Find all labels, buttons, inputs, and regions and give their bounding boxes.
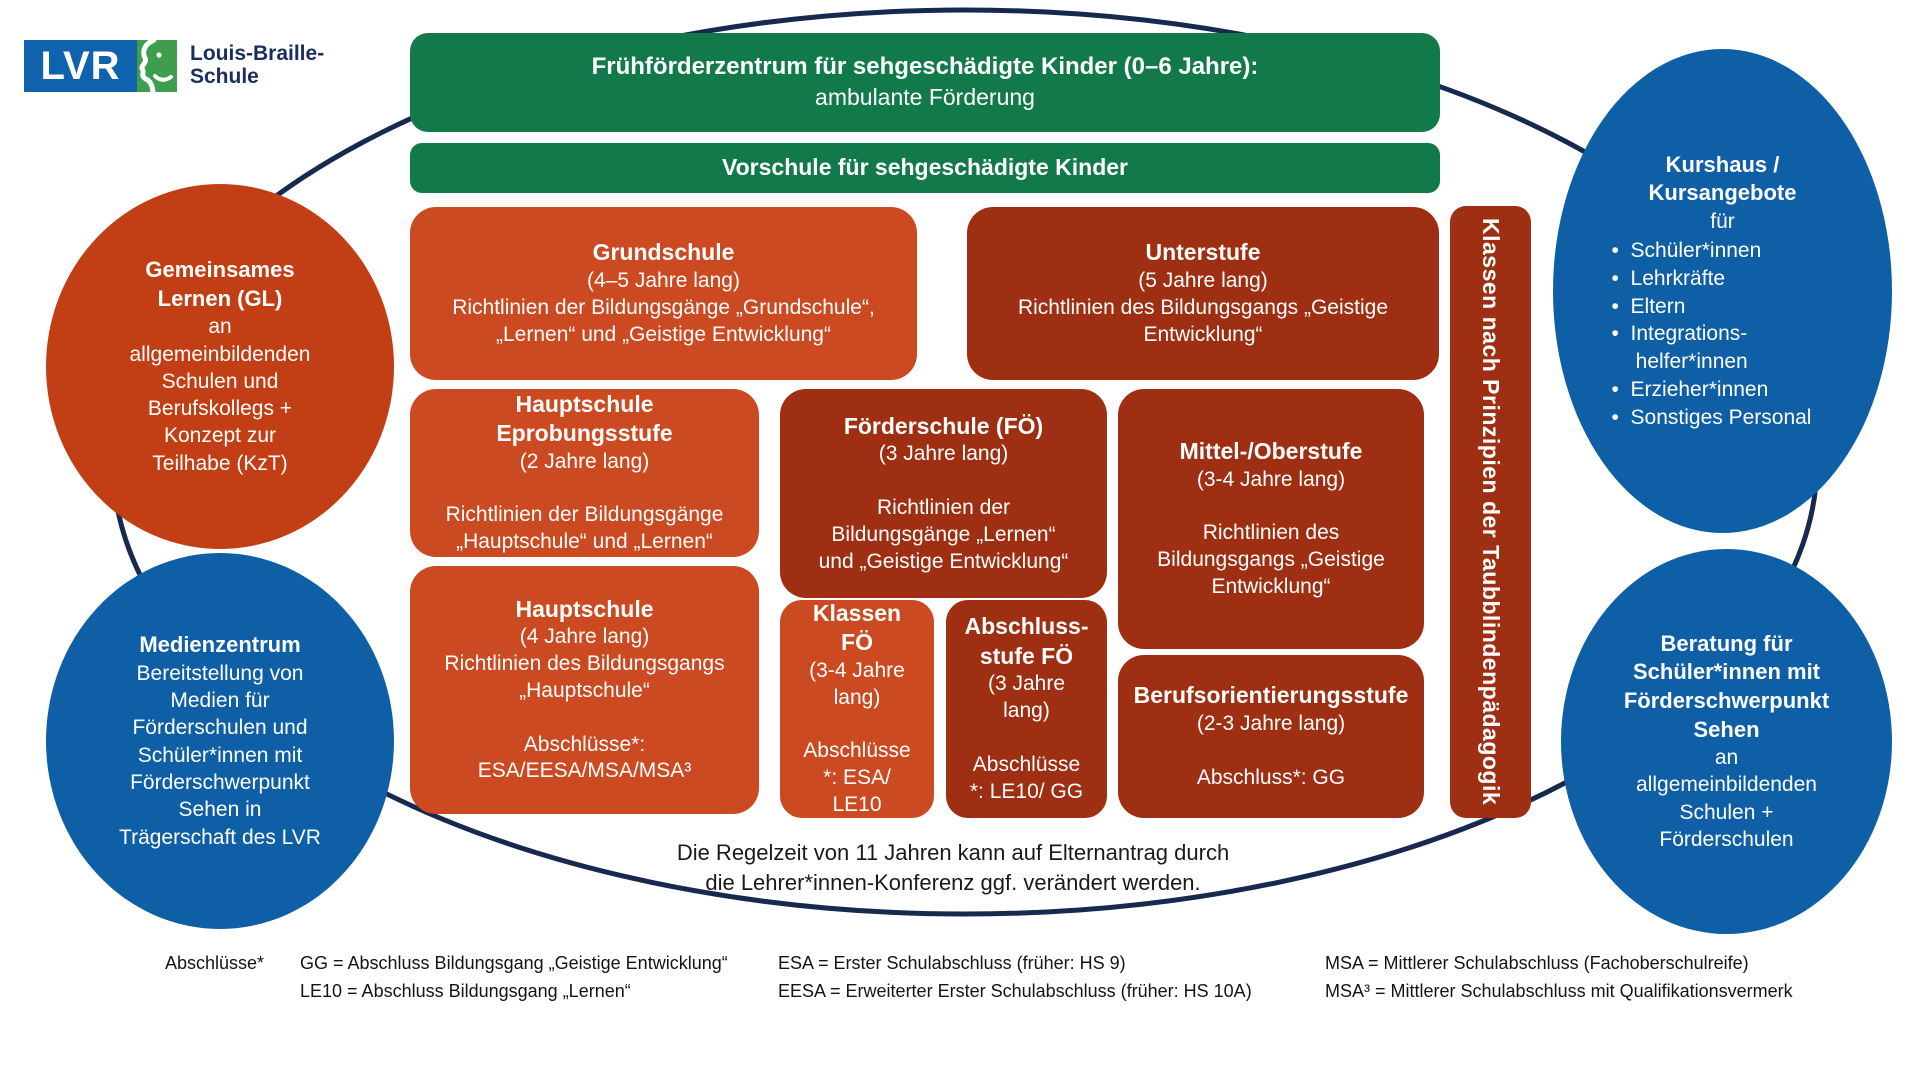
kurshaus-item: Schüler*innen bbox=[1612, 237, 1834, 265]
mittel-oberstufe-title: Mittel-/Oberstufe bbox=[1179, 438, 1363, 465]
box-hauptschule: Hauptschule (4 Jahre lang) Richtlinien d… bbox=[410, 566, 759, 814]
abschlussstufe-foe-body: (3 Jahre lang) Abschlüsse *: LE10/ GG bbox=[969, 672, 1084, 803]
gl-body: an allgemeinbildenden Schulen und Berufs… bbox=[129, 315, 311, 475]
banner-vorschule: Vorschule für sehgeschädigte Kinder bbox=[410, 143, 1440, 193]
medienzentrum-title: Medienzentrum bbox=[139, 632, 301, 658]
unterstufe-title: Unterstufe bbox=[1145, 239, 1261, 266]
unterstufe-body: (5 Jahre lang) Richtlinien des Bildungsg… bbox=[1017, 268, 1389, 346]
abschlussstufe-foe-title: Abschluss- stufe FÖ bbox=[964, 613, 1089, 669]
lvr-face-icon bbox=[139, 40, 173, 92]
medienzentrum-body: Bereitstellung von Medien für Förderschu… bbox=[119, 661, 321, 849]
berufsorientierung-title: Berufsorientierungsstufe bbox=[1133, 682, 1409, 709]
legend-col-gg-le10: GG = Abschluss Bildungsgang „Geistige En… bbox=[300, 953, 728, 1001]
taubblindenpaedagogik-label: Klassen nach Prinzipien der Taubblindenp… bbox=[1478, 218, 1505, 806]
kurshaus-list: Schüler*innen Lehrkräfte Eltern Integrat… bbox=[1612, 237, 1834, 431]
regelzeit-note: Die Regelzeit von 11 Jahren kann auf Elt… bbox=[676, 840, 1230, 895]
legend-label: Abschlüsse* bbox=[165, 953, 265, 973]
box-abschlussstufe-foe: Abschluss- stufe FÖ (3 Jahre lang) Absch… bbox=[946, 600, 1107, 818]
legend-col-msa: MSA = Mittlerer Schulabschluss (Fachober… bbox=[1325, 953, 1793, 1001]
box-klassen-foe: Klassen FÖ (3-4 Jahre lang) Abschlüsse *… bbox=[780, 600, 934, 818]
circle-medienzentrum: Medienzentrum Bereitstellung von Medien … bbox=[46, 553, 394, 929]
banner-vorschule-title: Vorschule für sehgeschädigte Kinder bbox=[721, 154, 1128, 181]
hs-eprobung-body: (2 Jahre lang) Richtlinien der Bildungsg… bbox=[445, 449, 724, 554]
foerderschule-body: (3 Jahre lang) Richtlinien der Bildungsg… bbox=[818, 442, 1069, 573]
circle-beratung: Beratung für Schüler*innen mit Fördersch… bbox=[1561, 549, 1892, 934]
lvr-logo-text: LVR bbox=[40, 43, 121, 88]
circle-kurshaus: Kurshaus / Kursangebote für Schüler*inne… bbox=[1553, 49, 1892, 533]
beratung-title: Beratung für Schüler*innen mit Fördersch… bbox=[1623, 630, 1830, 742]
grundschule-body: (4–5 Jahre lang) Richtlinien der Bildung… bbox=[452, 268, 875, 346]
box-grundschule: Grundschule (4–5 Jahre lang) Richtlinien… bbox=[410, 207, 917, 380]
hauptschule-title: Hauptschule bbox=[515, 595, 654, 622]
box-berufsorientierungsstufe: Berufsorientierungsstufe (2-3 Jahre lang… bbox=[1118, 655, 1424, 818]
bar-taubblindenpaedagogik: Klassen nach Prinzipien der Taubblindenp… bbox=[1450, 206, 1531, 818]
kurshaus-item: Erzieher*innen bbox=[1612, 376, 1834, 404]
hauptschule-body: (4 Jahre lang) Richtlinien des Bildungsg… bbox=[444, 625, 725, 783]
klassen-foe-body: (3-4 Jahre lang) Abschlüsse *: ESA/ LE10 bbox=[803, 658, 911, 817]
school-name: Louis-Braille- Schule bbox=[190, 42, 325, 89]
mittel-oberstufe-body: (3-4 Jahre lang) Richtlinien des Bildung… bbox=[1157, 467, 1385, 599]
circle-gemeinsames-lernen: Gemeinsames Lernen (GL) an allgemeinbild… bbox=[46, 184, 394, 549]
kurshaus-item: Eltern bbox=[1612, 293, 1834, 321]
lvr-logo-blue: LVR bbox=[24, 40, 137, 92]
gl-title: Gemeinsames Lernen (GL) bbox=[145, 257, 295, 311]
hs-eprobung-title: Hauptschule Eprobungsstufe bbox=[496, 390, 673, 447]
kurshaus-intro: für bbox=[1710, 209, 1735, 233]
banner-fruehfoerderzentrum-title: Frühförderzentrum für sehgeschädigte Kin… bbox=[591, 53, 1259, 81]
kurshaus-item: Integrations-helfer*innen bbox=[1612, 320, 1834, 375]
box-mittel-oberstufe: Mittel-/Oberstufe (3-4 Jahre lang) Richt… bbox=[1118, 389, 1424, 649]
foerderschule-title: Förderschule (FÖ) bbox=[843, 412, 1044, 439]
banner-fruehfoerderzentrum-subtitle: ambulante Förderung bbox=[815, 84, 1035, 111]
box-hauptschule-eprobungsstufe: Hauptschule Eprobungsstufe (2 Jahre lang… bbox=[410, 389, 759, 557]
beratung-body: an allgemeinbildenden Schulen + Fördersc… bbox=[1636, 746, 1817, 851]
banner-fruehfoerderzentrum: Frühförderzentrum für sehgeschädigte Kin… bbox=[410, 33, 1440, 132]
berufsorientierung-body: (2-3 Jahre lang) Abschluss*: GG bbox=[1196, 711, 1346, 789]
grundschule-title: Grundschule bbox=[592, 239, 735, 266]
box-unterstufe: Unterstufe (5 Jahre lang) Richtlinien de… bbox=[967, 207, 1439, 380]
legend-col-esa-eesa: ESA = Erster Schulabschluss (früher: HS … bbox=[778, 953, 1252, 1001]
kurshaus-item: Sonstiges Personal bbox=[1612, 404, 1834, 432]
kurshaus-item: Lehrkräfte bbox=[1612, 265, 1834, 293]
kurshaus-title: Kurshaus / Kursangebote bbox=[1648, 151, 1797, 206]
klassen-foe-title: Klassen FÖ bbox=[812, 599, 902, 656]
box-foerderschule: Förderschule (FÖ) (3 Jahre lang) Richtli… bbox=[780, 389, 1107, 598]
